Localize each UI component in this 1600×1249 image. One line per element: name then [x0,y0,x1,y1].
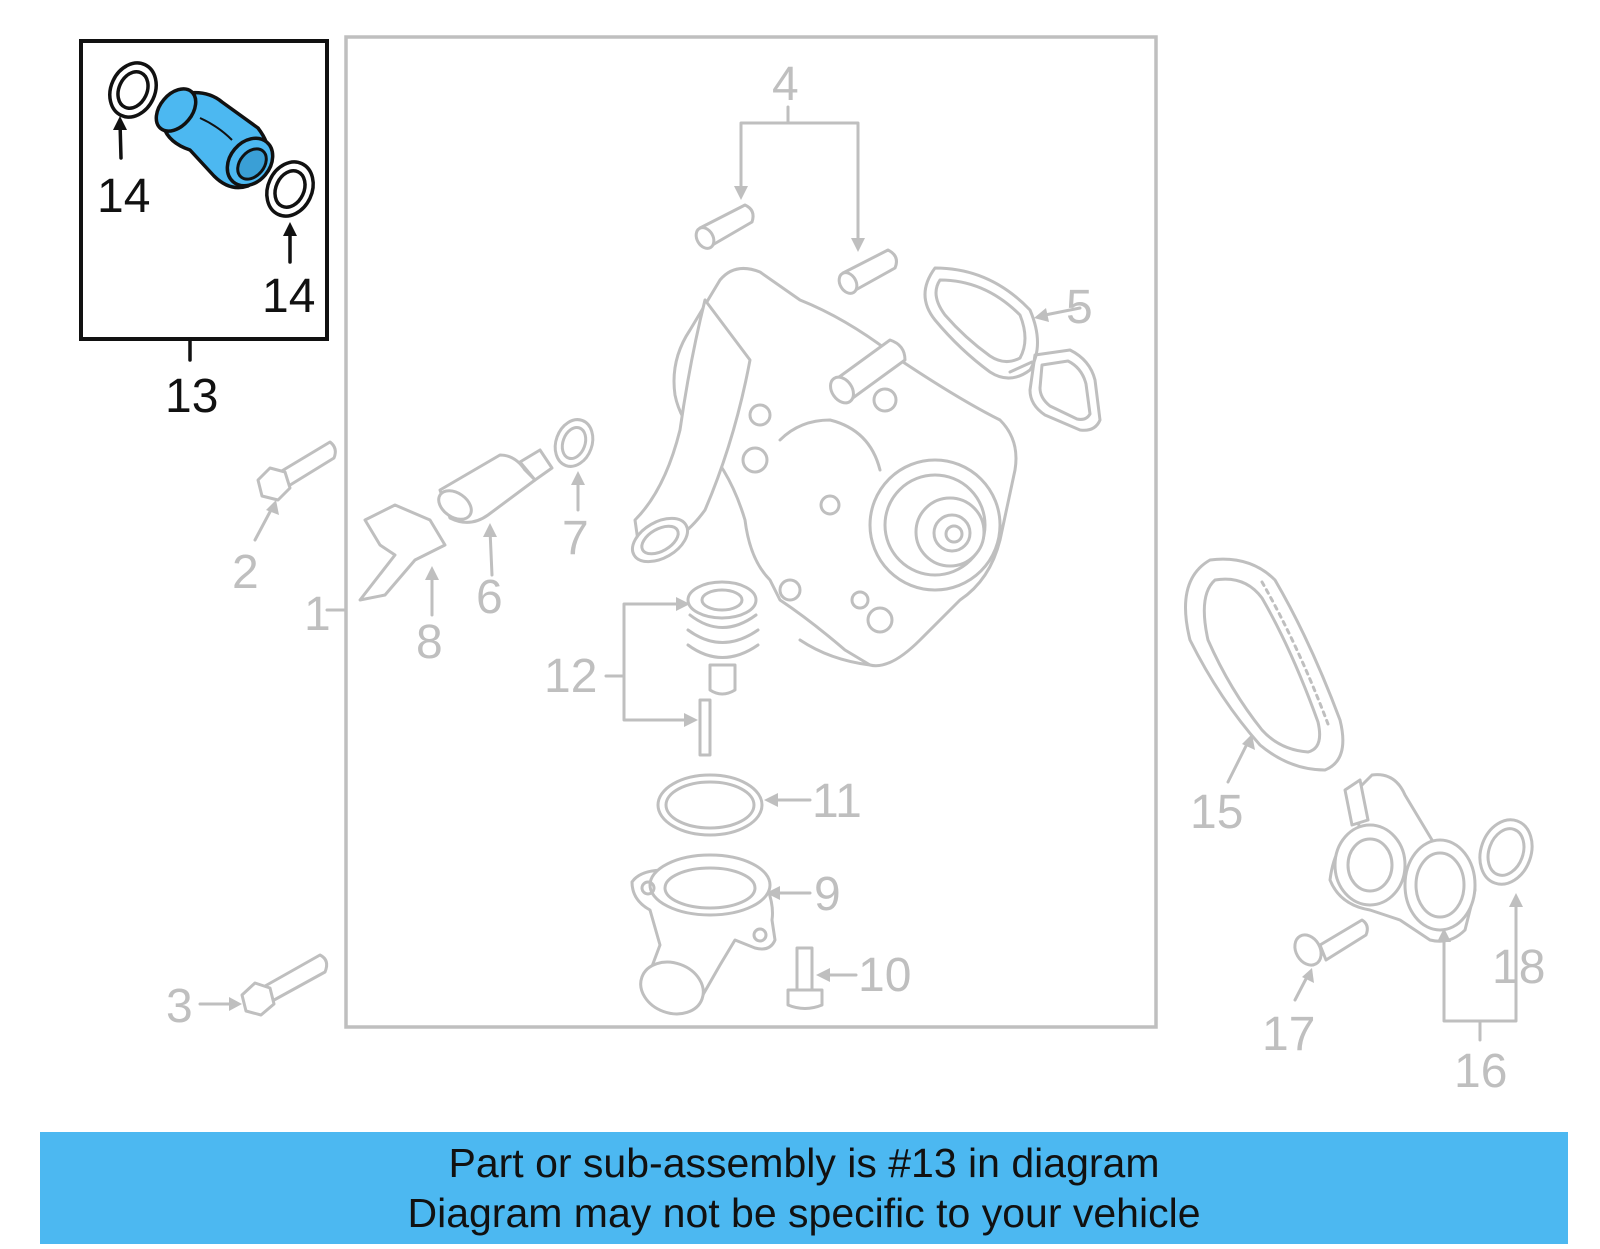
gasket-5 [923,266,1102,432]
callout-10: 10 [858,949,911,1002]
bolt-17 [1293,918,1369,967]
callout-12: 12 [544,650,597,703]
callout-9: 9 [814,868,841,921]
callout-7: 7 [562,512,589,565]
dowel-pin-upper [694,203,755,250]
callout-14-right: 14 [262,270,315,323]
callout-5: 5 [1066,281,1093,334]
dowel-pin-lower [837,248,898,295]
callout-4: 4 [772,58,799,111]
callout-18: 18 [1492,941,1545,994]
bolt-3 [240,953,329,1017]
seal-18 [1478,818,1534,886]
callout-17: 17 [1262,1008,1315,1061]
callout-3: 3 [166,980,193,1033]
info-banner: Part or sub-assembly is #13 in diagram D… [40,1132,1568,1244]
thermostat-housing-9 [630,853,777,1016]
temperature-sensor-6 [437,448,554,524]
callout-16: 16 [1454,1045,1507,1098]
subassembly-13-box [79,39,329,341]
callout-1: 1 [304,588,331,641]
seal-14-right [265,160,315,218]
callout-6: 6 [476,571,503,624]
banner-line-1: Part or sub-assembly is #13 in diagram [448,1140,1160,1186]
clip-8 [358,503,447,602]
coolant-flange-16 [1328,773,1477,943]
thermostat-12 [686,580,760,757]
callout-2: 2 [232,546,259,599]
main-assembly-frame [344,35,1158,1029]
callout-14-left: 14 [97,170,150,223]
coolant-pipe-highlighted [154,87,275,190]
seal-14-left [108,61,158,119]
water-pump-housing [631,266,1018,668]
bolt-10 [786,946,824,1010]
callout-15: 15 [1190,786,1243,839]
callout-11: 11 [812,775,862,828]
belt-15 [1184,557,1345,772]
oring-11 [656,773,764,837]
bolt-2 [256,440,337,502]
oring-7 [553,418,595,468]
callout-8: 8 [416,616,443,669]
banner-line-2: Diagram may not be specific to your vehi… [407,1190,1201,1236]
callout-13: 13 [165,370,218,423]
